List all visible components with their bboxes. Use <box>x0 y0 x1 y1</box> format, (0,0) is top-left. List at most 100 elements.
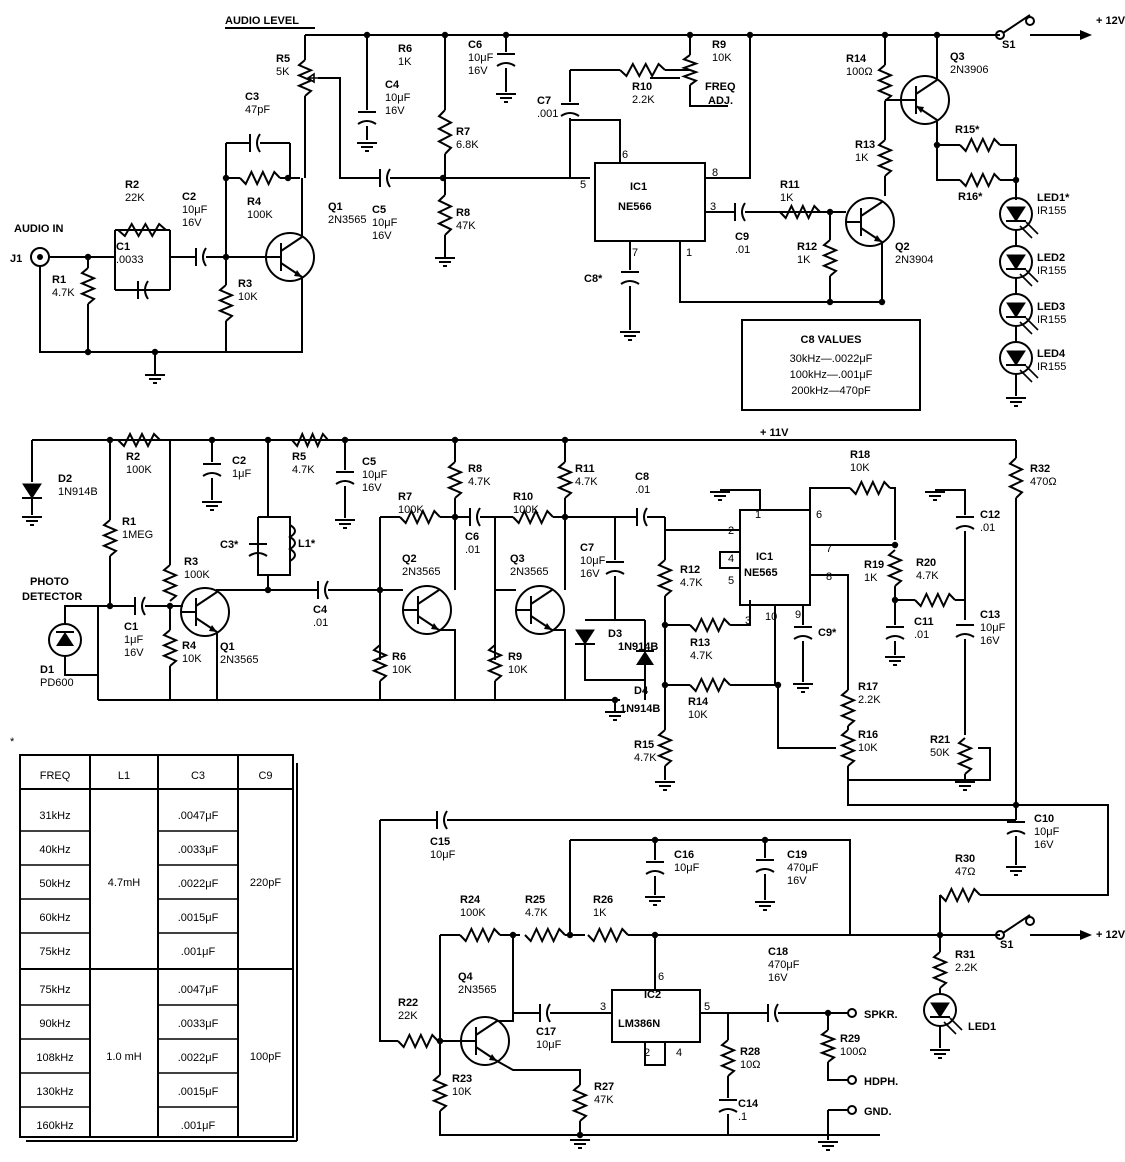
junction-dot <box>933 31 941 39</box>
part-label-r32: 470Ω <box>1030 476 1057 488</box>
table-cell-c9: 100pF <box>250 1051 281 1063</box>
part-label-q2: Q2 <box>895 241 910 253</box>
part-label-r31: 2.2K <box>955 962 978 974</box>
part-label-r30: R30 <box>955 853 975 865</box>
part-label-c7: .001 <box>537 108 558 120</box>
pin-label: 5 <box>704 1001 710 1013</box>
part-label-c15: C15 <box>430 836 450 848</box>
part-label-r13: R13 <box>855 139 875 151</box>
wire <box>848 747 991 781</box>
wire <box>439 629 456 700</box>
wire <box>379 820 398 1042</box>
junction-dot <box>826 298 834 306</box>
transistor-q4 <box>489 1054 497 1061</box>
part-label-c9: .01 <box>735 244 750 256</box>
part-label-r10: R10 <box>513 491 533 503</box>
part-label-c6: .01 <box>465 544 480 556</box>
part-label-q4: Q4 <box>458 971 474 983</box>
part-label-led4: IR155 <box>1037 361 1066 373</box>
part-label-c14: .1 <box>738 1111 747 1123</box>
part-label-r28: R28 <box>740 1046 760 1058</box>
led-icon <box>999 197 1033 231</box>
transistor-q3 <box>915 79 938 95</box>
led-icon <box>999 341 1033 375</box>
capacitor-c12-b <box>955 525 975 530</box>
part-label-r6: 1K <box>398 56 412 68</box>
resistor-r1-b <box>101 519 119 557</box>
wire <box>480 516 496 660</box>
table-header: L1 <box>118 770 130 782</box>
capacitor-c15-b <box>443 810 448 830</box>
audio-in-label: AUDIO IN <box>14 223 64 235</box>
jack-label: J1 <box>10 253 22 265</box>
capacitor-c9-b <box>793 635 813 640</box>
capacitor-c10-b <box>1006 830 1026 835</box>
part-label-led1: LED1* <box>1037 192 1070 204</box>
part-label-r8: R8 <box>468 463 482 475</box>
part-label-c5: C5 <box>362 456 376 468</box>
transistor-q3-b <box>530 589 553 605</box>
part-label-c4: .01 <box>313 617 328 629</box>
transistor-q2 <box>860 201 883 217</box>
part-label-c10: C10 <box>1034 813 1054 825</box>
table-cell-c3: .001μF <box>181 1120 216 1132</box>
part-label-r12: R12 <box>680 564 700 576</box>
part-label-c18: 470μF <box>768 959 800 971</box>
part-label-r15: R15 <box>634 739 654 751</box>
part-label-r15: 4.7K <box>634 752 657 764</box>
pin-label: 7 <box>632 247 638 259</box>
junction-dot <box>824 1009 832 1017</box>
part-label-c2: C2 <box>182 191 196 203</box>
junction-dot <box>1012 801 1020 809</box>
part-label-led2: IR155 <box>1037 265 1066 277</box>
part-label-r30: 47Ω <box>955 866 975 878</box>
resistor-r30-b <box>939 886 981 904</box>
terminal-icon <box>847 1008 857 1018</box>
switch-icon <box>1002 14 1031 34</box>
transistor-q1-b <box>195 591 218 607</box>
part-label-r1: R1 <box>122 516 136 528</box>
table-cell-c3: .0033μF <box>178 844 219 856</box>
table-cell-freq: 40kHz <box>39 844 70 856</box>
part-label-c1: .0033 <box>116 254 144 266</box>
table-cell-c3: .0047μF <box>178 810 219 822</box>
part-label-c6: C6 <box>465 531 479 543</box>
table-cell-c3: .0015μF <box>178 1086 219 1098</box>
part-label-c5: 10μF <box>372 217 398 229</box>
part-label-d3: 1N914B <box>618 641 658 653</box>
resistor-r14-b <box>689 676 731 694</box>
part-label-c13: 16V <box>980 635 1000 647</box>
pin-label: 5 <box>728 575 734 587</box>
resistor-r26-b <box>587 926 629 944</box>
junction-dot <box>208 436 216 444</box>
pin-label: 9 <box>795 609 801 621</box>
junction-dot <box>1012 176 1020 184</box>
freq-table <box>19 754 294 1138</box>
part-label-c3: 47pF <box>245 104 270 116</box>
part-label-r13: R13 <box>690 637 710 649</box>
part-label-led1: LED1 <box>968 1021 996 1033</box>
part-label-c14: C14 <box>738 1098 759 1110</box>
junction-dot <box>878 298 886 306</box>
part-label-r12: R12 <box>797 241 817 253</box>
part-label-r23: 10K <box>452 1086 472 1098</box>
part-label-r28: 10Ω <box>740 1059 760 1071</box>
part-label-r10: 100K <box>513 504 539 516</box>
pin-label: 10 <box>765 611 777 623</box>
resistor-r32-b <box>1007 457 1025 499</box>
part-label-r11: 1K <box>780 192 794 204</box>
table-cell-c3: .001μF <box>181 946 216 958</box>
resistor-r1 <box>79 267 97 305</box>
capacitor-c17-b <box>546 1003 551 1023</box>
ic1-part-label: NE566 <box>618 201 652 213</box>
part-label-c8: C8 <box>635 471 649 483</box>
part-label-r14: R14 <box>846 53 867 65</box>
part-label-d1: D1 <box>40 664 54 676</box>
input-jack-icon <box>30 247 50 267</box>
capacitor-c8 <box>620 280 640 285</box>
capacitor-c19-b <box>755 868 775 873</box>
wire <box>935 489 966 515</box>
table-cell-c3: .0015μF <box>178 912 219 924</box>
part-label-r10: R10 <box>632 81 652 93</box>
capacitor-c16-b <box>645 870 665 875</box>
